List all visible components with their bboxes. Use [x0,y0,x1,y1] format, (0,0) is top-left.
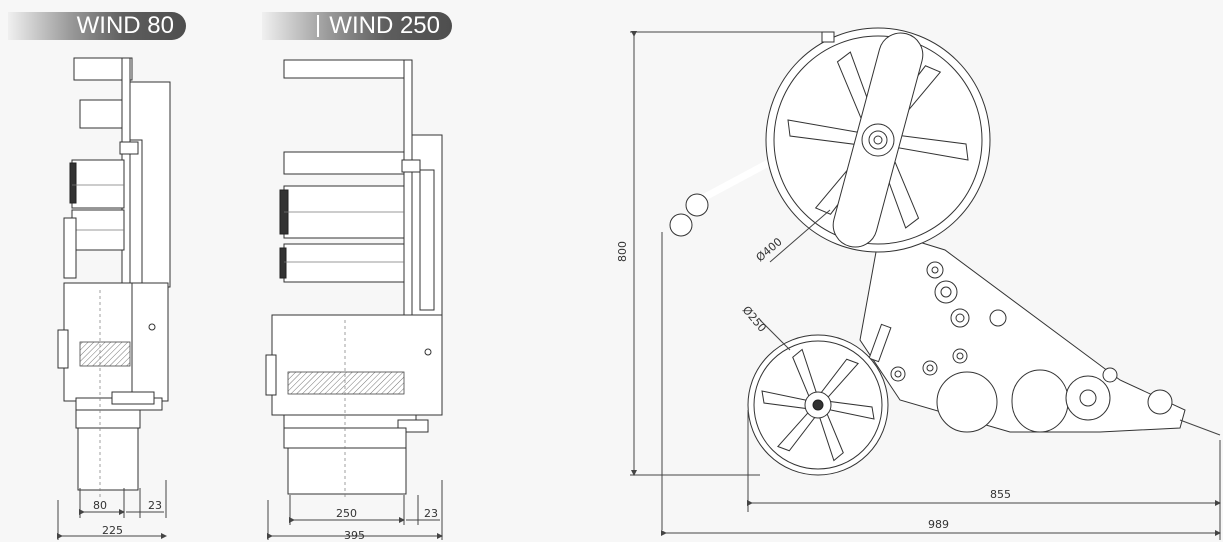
wind-250-side-view: 250 23 395 [265,59,443,542]
wind-250-inner-dim: 250 [336,507,357,520]
large-reel-diameter: Ø400 [754,235,785,264]
wind-80-label: WIND 80 [76,12,174,39]
base-width-dim: 855 [990,488,1011,501]
wind-80-inner-dim: 80 [93,499,107,512]
front-view: 800 [616,27,1221,540]
wind-80-offset-dim: 23 [148,499,162,512]
wind-250-offset-dim: 23 [424,507,438,520]
overall-width-dim: 989 [928,518,949,531]
wind-80-overall-dim: 225 [102,524,123,537]
small-reel-diameter: Ø250 [740,304,769,335]
height-dim: 800 [616,241,629,262]
wind-250-badge: WIND 250 [262,12,452,40]
badge-separator [317,15,320,37]
wind-250-label: WIND 250 [329,12,440,39]
wind-250-overall-dim: 395 [344,529,365,542]
wind-80-side-view: 80 23 225 [57,57,171,540]
wind-80-badge: WIND 80 [8,12,186,40]
